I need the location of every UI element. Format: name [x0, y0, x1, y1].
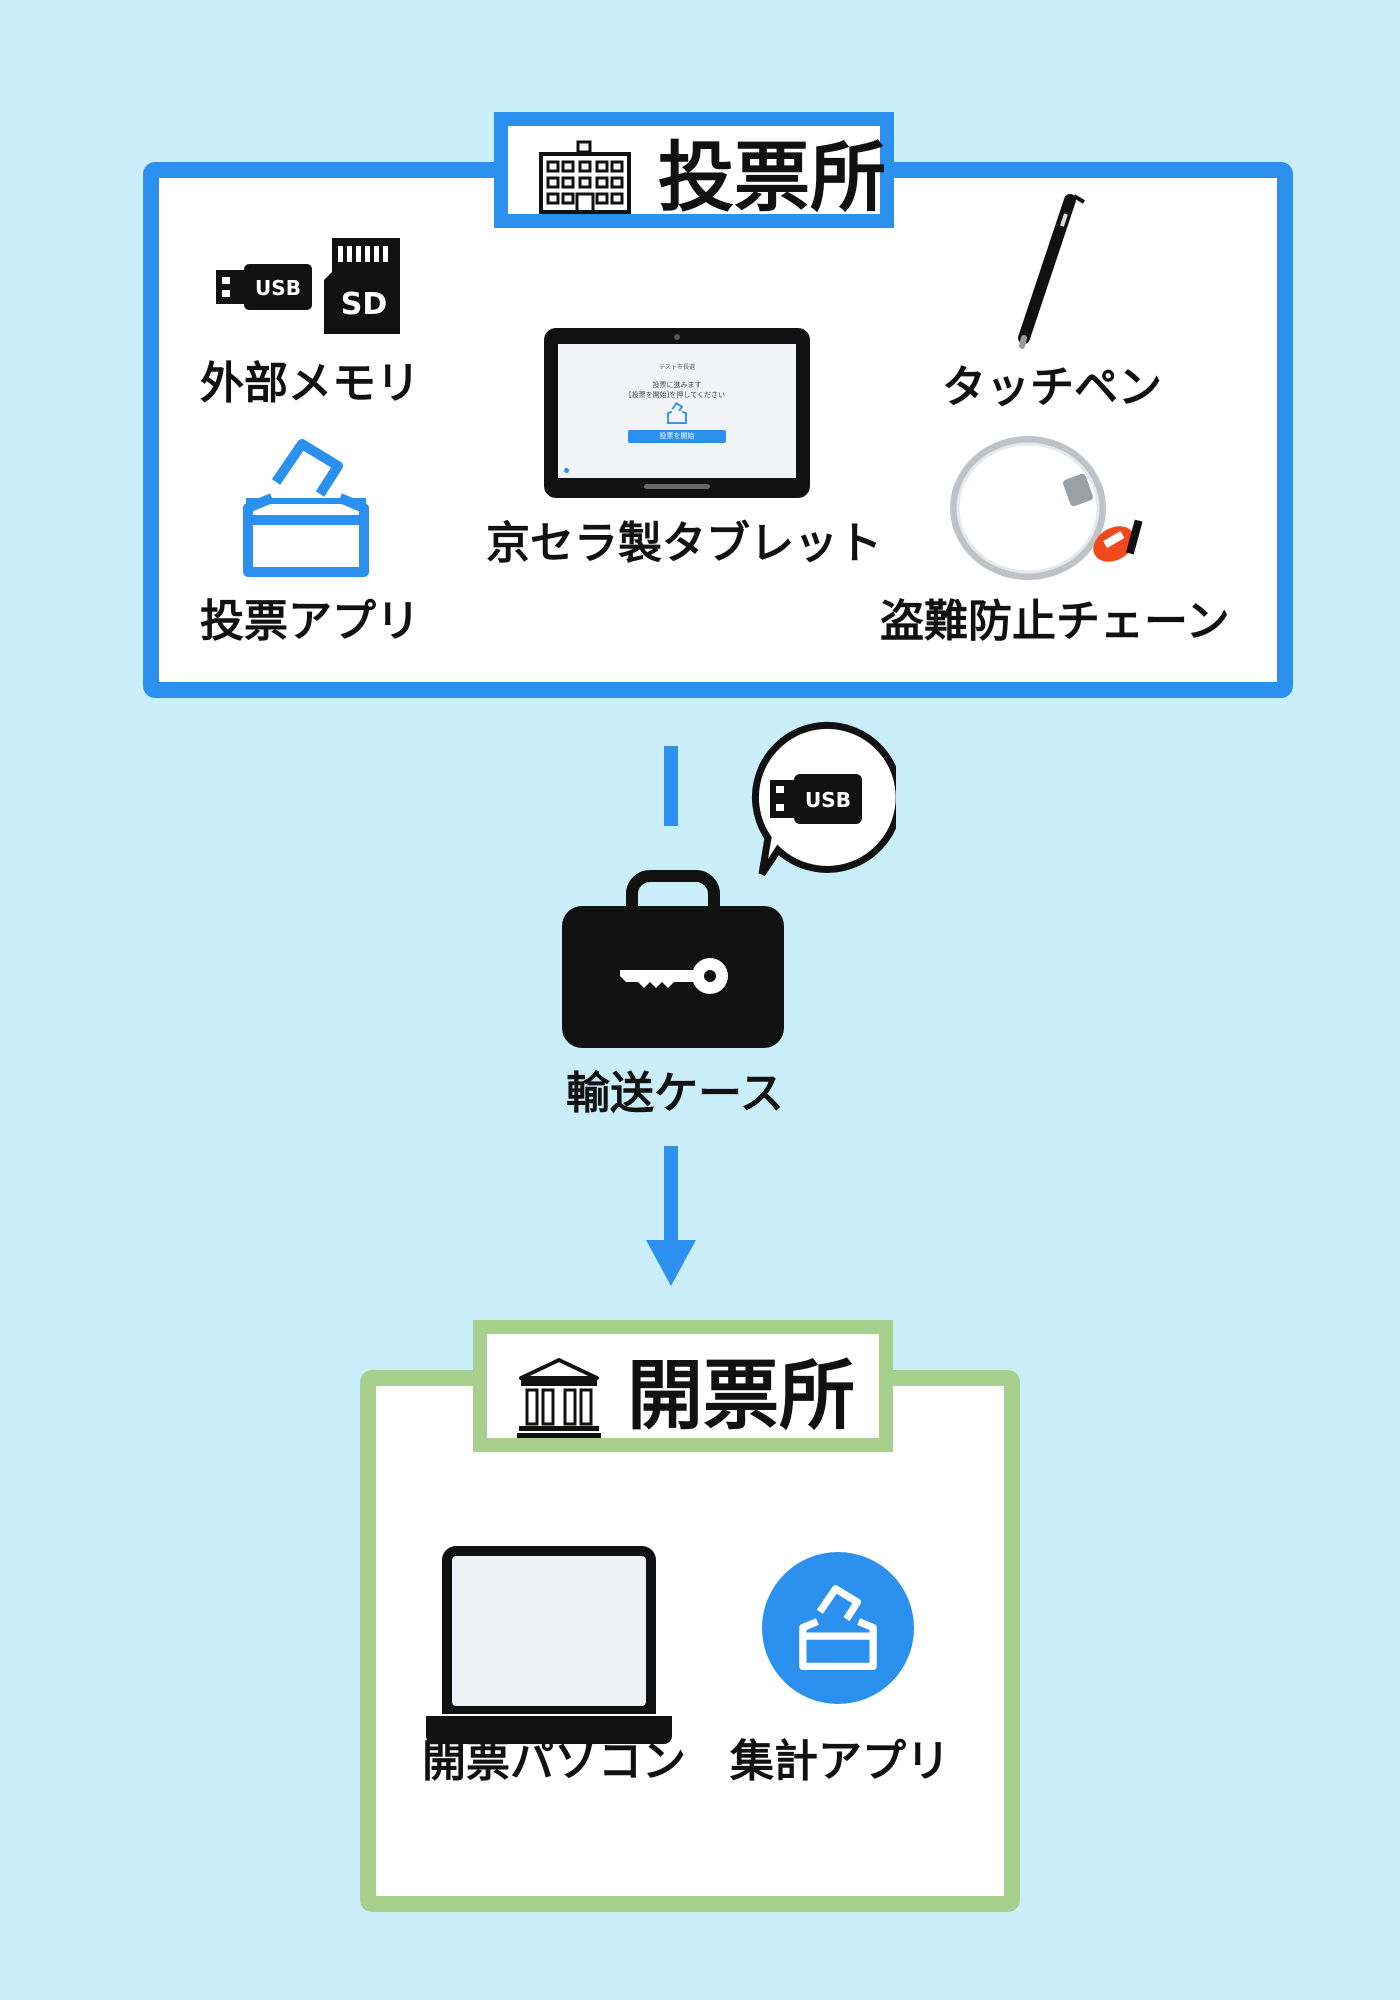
counting-station-title-box: 開票所: [473, 1320, 893, 1452]
transport-case-label: 輸送ケース: [566, 1068, 784, 1119]
laptop-screen: [452, 1556, 646, 1706]
connector-arrow-shaft: [664, 1146, 678, 1246]
tablet-screen: テスト市長選 投票に進みます [投票を開始]を押してください 投票を開始: [558, 344, 796, 478]
touch-pen-label: タッチペン: [942, 362, 1162, 413]
laptop-base: [426, 1716, 672, 1744]
anti-theft-chain-label: 盗難防止チェーン: [880, 596, 1230, 647]
usb-label: USB: [255, 276, 301, 300]
usb-speech-bubble: USB: [751, 721, 896, 876]
tablet-label: 京セラ製タブレット: [486, 518, 882, 569]
school-building-icon: [539, 140, 631, 214]
voting-app-label: 投票アプリ: [200, 596, 420, 647]
tablet-screen-header: テスト市長選: [658, 364, 695, 371]
tally-app-label: 集計アプリ: [730, 1736, 950, 1787]
tablet-screen-line1: 投票に進みます: [652, 381, 702, 389]
polling-station-title: 投票所: [658, 133, 886, 222]
government-building-icon: [517, 1358, 601, 1438]
anti-theft-chain-icon: [950, 436, 1143, 580]
external-memory-label: 外部メモリ: [200, 358, 420, 409]
bubble-usb-label: USB: [805, 788, 851, 812]
tablet-camera: [674, 334, 680, 340]
tablet-status-dot: [564, 468, 569, 473]
tablet-start-voting-button[interactable]: 投票を開始: [628, 430, 726, 443]
touch-pen-icon: [1018, 194, 1086, 349]
connector-line-top: [664, 746, 678, 826]
counting-pc-label: 開票パソコン: [422, 1736, 686, 1787]
sd-label: SD: [341, 287, 388, 322]
tablet-screen-line2: [投票を開始]を押してください: [628, 391, 726, 399]
transport-case-icon: [562, 870, 784, 1048]
counting-station-title: 開票所: [627, 1351, 855, 1440]
sd-card-icon: SD: [324, 238, 400, 334]
arrow-down-icon: [646, 1240, 696, 1286]
tablet-ballot-box-icon: [667, 402, 687, 424]
usb-memory-icon: USB: [216, 264, 312, 310]
polling-station-title-box: 投票所: [494, 112, 894, 228]
kyocera-tablet: テスト市長選 投票に進みます [投票を開始]を押してください 投票を開始: [544, 328, 810, 498]
tally-ballot-box-icon: [799, 1585, 877, 1671]
tally-app-icon-circle: [762, 1552, 914, 1704]
ballot-box-icon: [243, 439, 369, 577]
tablet-home-bar: [644, 484, 710, 489]
counting-laptop: [442, 1546, 656, 1714]
